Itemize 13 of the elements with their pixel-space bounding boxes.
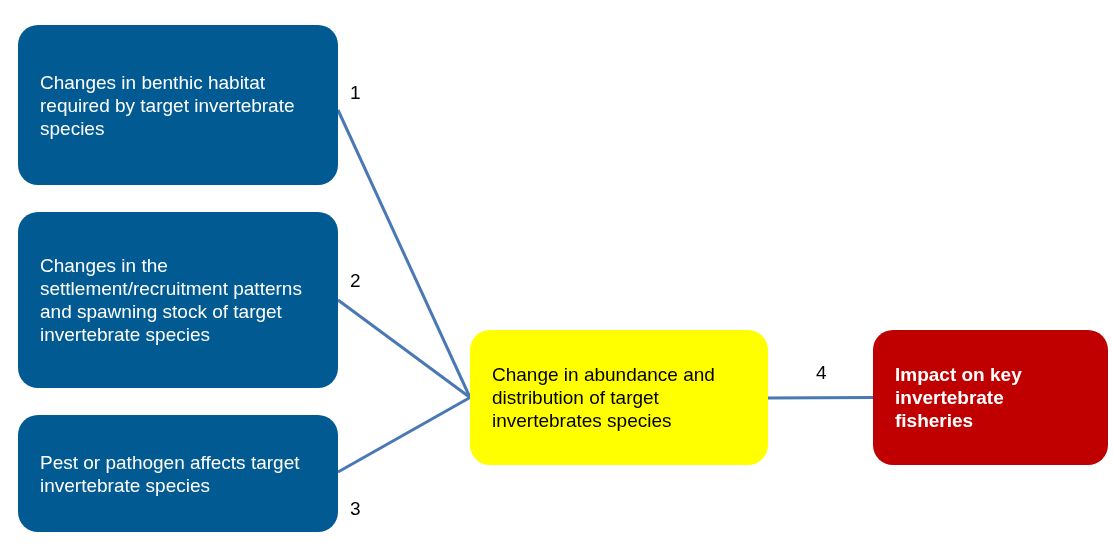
node-text: Changes in benthic habitat required by target invertebrate species xyxy=(40,70,296,140)
impact-box xyxy=(873,330,1108,465)
cause-box xyxy=(18,415,338,532)
connector-line xyxy=(337,396,471,474)
node-text: Pest or pathogen affects target invertebrate species xyxy=(40,450,301,497)
node-text: Impact on key invertebrate fisheries xyxy=(895,363,1023,432)
cause-box xyxy=(18,25,338,185)
cause-box xyxy=(18,212,338,388)
node-text: Changes in the settlement/recruitment patterns and spawning stock of target invertebrate species xyxy=(40,254,303,346)
node-text: Change in abundance and distribution of target invertebrates species xyxy=(492,363,716,432)
connector-line xyxy=(337,298,471,399)
effect-box xyxy=(470,330,768,465)
connector-line xyxy=(768,396,873,400)
